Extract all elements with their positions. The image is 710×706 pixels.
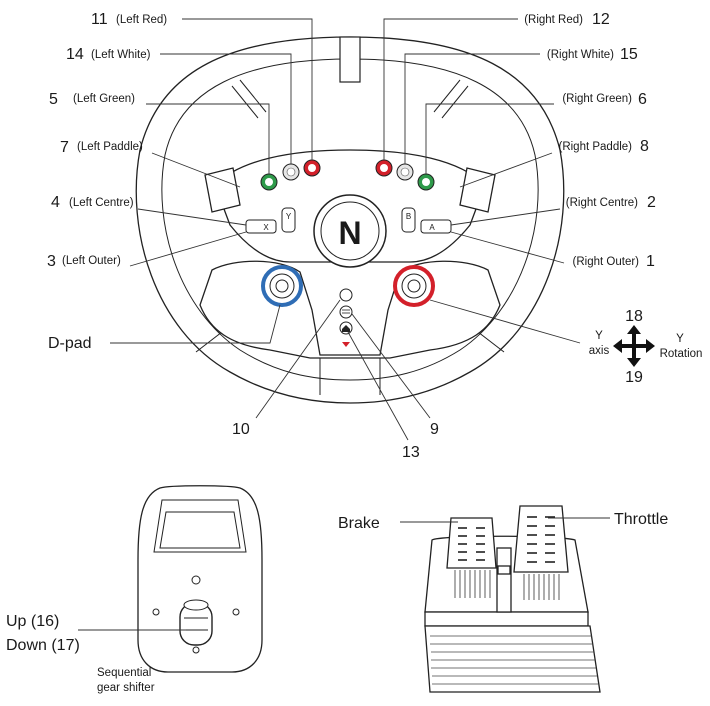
callout-12-label: (Right Red)	[524, 14, 583, 26]
steering-wheel: N Y X B A	[135, 36, 565, 404]
b-button[interactable]	[401, 207, 416, 233]
throttle-label: Throttle	[614, 511, 668, 528]
callout-15-number: 15	[620, 46, 638, 63]
axis-indicator: 18 19 Y axis Y Rotation	[589, 308, 703, 386]
y-rotation-label-1: Y	[676, 333, 684, 345]
shifter-up-label: Up (16)	[6, 613, 59, 630]
callouts-right: (Right Red) 12 (Right White) 15 (Right G…	[524, 11, 656, 270]
svg-text:Y: Y	[286, 212, 292, 221]
dpad-label: D-pad	[48, 335, 92, 352]
callout-4-number: 4	[51, 194, 60, 211]
left-paddle[interactable]	[204, 167, 241, 213]
callout-6-number: 6	[638, 91, 647, 108]
callout-13-number: 13	[402, 444, 420, 461]
menu-button[interactable]	[339, 305, 353, 319]
callout-2-number: 2	[647, 194, 656, 211]
throttle-pedal[interactable]	[513, 505, 569, 573]
brake-pedal[interactable]	[446, 517, 497, 569]
callout-14-label: (Left White)	[91, 49, 151, 61]
led-indicator-icon	[342, 342, 350, 347]
callout-10-number: 10	[232, 421, 250, 438]
y-axis-label-1: Y	[595, 330, 603, 342]
callouts-left: 11 (Left Red) 14 (Left White) 5 (Left Gr…	[47, 11, 167, 352]
axis-19-number: 19	[625, 369, 643, 386]
shifter-caption-1: Sequential	[97, 667, 151, 679]
x-button[interactable]	[245, 219, 277, 234]
svg-text:A: A	[429, 223, 435, 232]
callout-7-number: 7	[60, 139, 69, 156]
callout-4-label: (Left Centre)	[69, 197, 134, 209]
callout-lines	[110, 18, 581, 441]
callout-7-label: (Left Paddle)	[77, 141, 143, 153]
y-axis-label-2: axis	[589, 345, 610, 357]
top-marker	[339, 36, 361, 83]
callout-9-number: 9	[430, 421, 439, 438]
hub-logo: N	[338, 215, 361, 251]
callout-6-label: (Right Green)	[562, 93, 632, 105]
callout-3-label: (Left Outer)	[62, 255, 121, 267]
share-button[interactable]	[339, 288, 353, 302]
callout-14-number: 14	[66, 46, 84, 63]
callout-15-label: (Right White)	[547, 49, 614, 61]
callout-1-label: (Right Outer)	[573, 256, 640, 268]
y-rotation-label-2: Rotation	[660, 348, 703, 360]
callout-8-label: (Right Paddle)	[558, 141, 632, 153]
svg-text:X: X	[263, 223, 269, 232]
gear-shifter: Up (16) Down (17) Sequential gear shifte…	[6, 485, 263, 694]
pedal-set: Brake Throttle	[338, 505, 668, 693]
four-way-arrow-icon	[613, 325, 655, 367]
a-button[interactable]	[420, 219, 452, 234]
callout-11-number: 11	[91, 11, 108, 28]
right-paddle[interactable]	[459, 167, 496, 213]
svg-text:B: B	[406, 212, 411, 221]
callout-8-number: 8	[640, 138, 649, 155]
callout-5-number: 5	[49, 91, 58, 108]
callout-1-number: 1	[646, 253, 655, 270]
shifter-caption-2: gear shifter	[97, 682, 155, 694]
callout-5-label: (Left Green)	[73, 93, 135, 105]
callout-2-label: (Right Centre)	[566, 197, 638, 209]
callout-3-number: 3	[47, 253, 56, 270]
callout-11-label: (Left Red)	[116, 14, 167, 26]
axis-18-number: 18	[625, 308, 643, 325]
callout-12-number: 12	[592, 11, 610, 28]
shifter-down-label: Down (17)	[6, 637, 80, 654]
y-button[interactable]	[281, 207, 296, 233]
brake-label: Brake	[338, 515, 380, 532]
